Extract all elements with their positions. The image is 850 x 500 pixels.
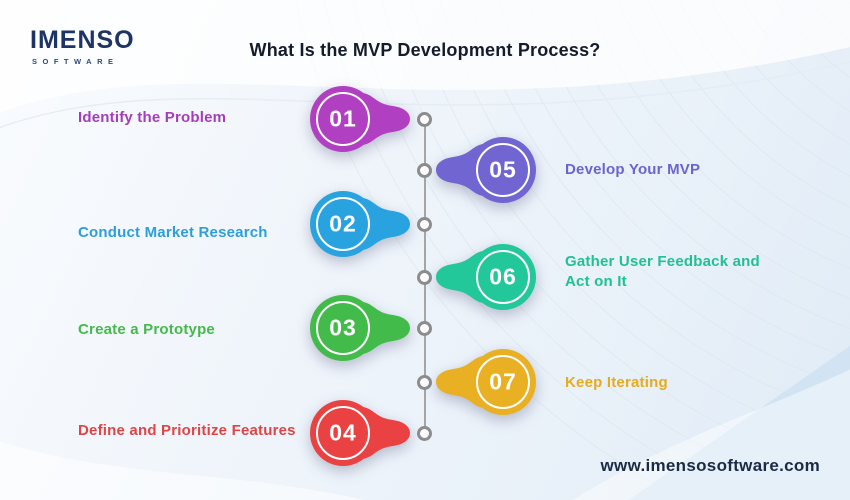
step-badge-02: 02 xyxy=(305,186,423,262)
step-number: 02 xyxy=(329,210,357,237)
step-badge-06: 06 xyxy=(423,239,541,315)
timeline-dot xyxy=(417,162,432,178)
step-badge-04: 04 xyxy=(305,395,423,471)
step-label-market-research: Conduct Market Research xyxy=(78,224,268,241)
step-badge-03: 03 xyxy=(305,290,423,366)
step-number: 01 xyxy=(329,105,357,132)
step-label-keep-iterating: Keep Iterating xyxy=(565,374,668,391)
step-number: 03 xyxy=(329,314,357,341)
step-badge-05: 05 xyxy=(423,132,541,208)
brand-tagline: SOFTWARE xyxy=(32,57,119,66)
step-label-develop-mvp: Develop Your MVP xyxy=(565,161,701,178)
step-label-prioritize-features: Define and Prioritize Features xyxy=(78,422,296,439)
timeline-dot xyxy=(417,425,432,441)
step-number: 06 xyxy=(489,263,517,290)
timeline-dot xyxy=(417,374,432,390)
timeline-dot xyxy=(417,269,432,285)
timeline-dot xyxy=(417,320,432,336)
timeline-dot xyxy=(417,111,432,127)
step-label-create-prototype: Create a Prototype xyxy=(78,321,215,338)
step-badge-01: 01 xyxy=(305,81,423,157)
step-number: 05 xyxy=(489,156,517,183)
page-title: What Is the MVP Development Process? xyxy=(249,40,601,60)
step-label-identify-problem: Identify the Problem xyxy=(78,109,227,126)
step-label-user-feedback: Gather User Feedback and Act on It xyxy=(565,253,760,290)
step-number: 04 xyxy=(329,419,357,446)
step-badge-07: 07 xyxy=(423,344,541,420)
brand-logo: IMENSO SOFTWARE xyxy=(30,26,135,67)
website-url: www.imensosoftware.com xyxy=(600,456,820,475)
step-number: 07 xyxy=(489,368,517,395)
brand-name: IMENSO xyxy=(30,26,135,54)
timeline-dot xyxy=(417,216,432,232)
